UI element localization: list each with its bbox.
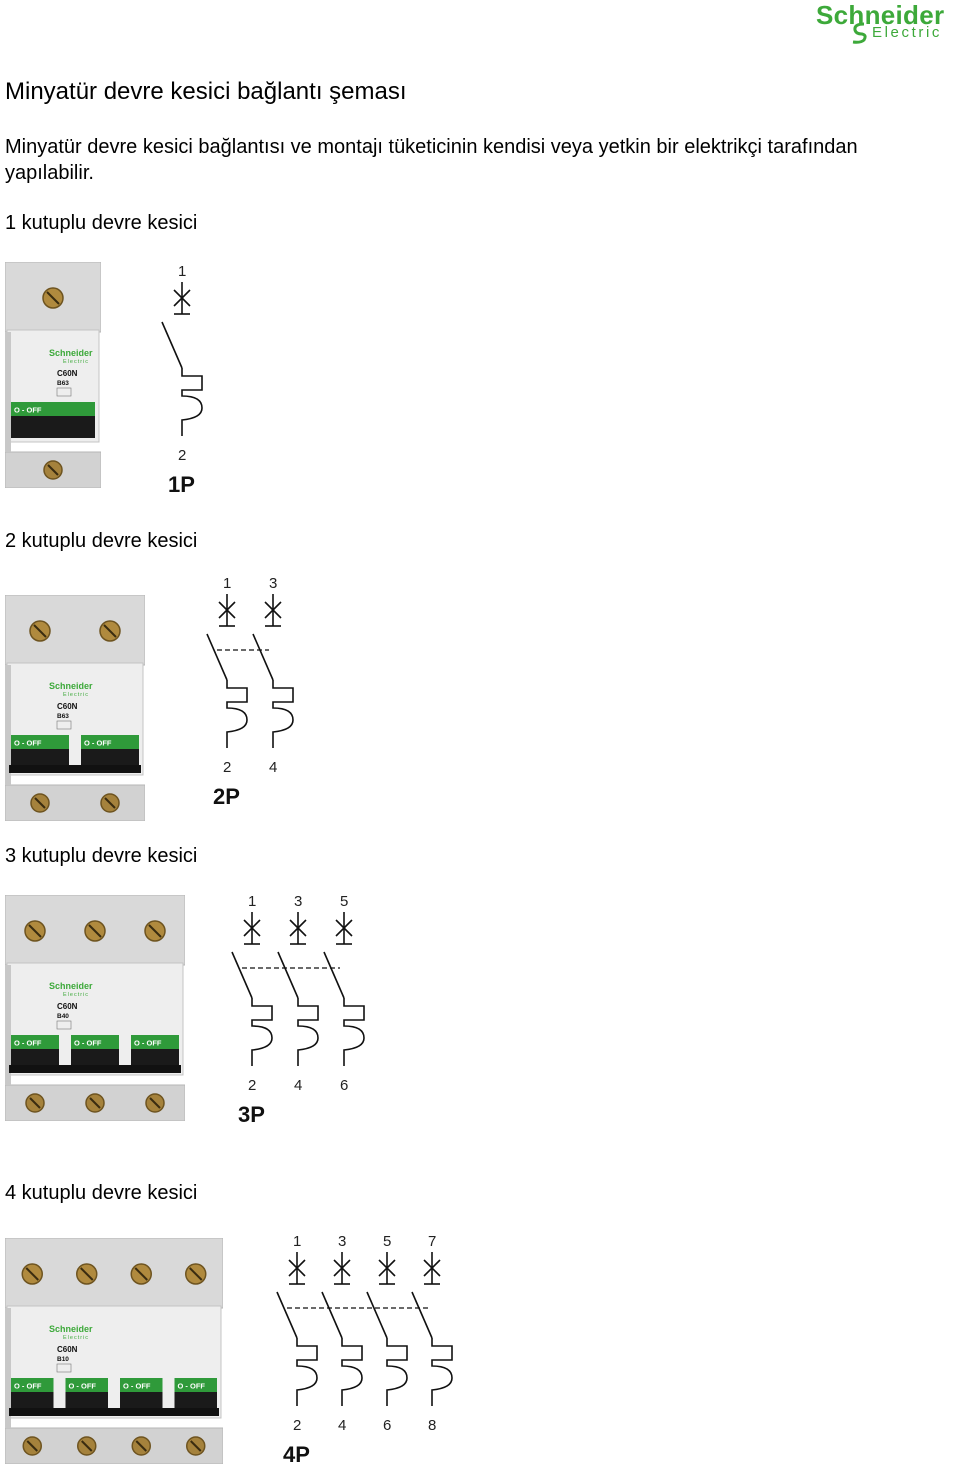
device-rating-label: B40 [57, 1013, 69, 1020]
device-brand-label: Schneider [49, 348, 93, 358]
pole-code-label: 1P [168, 472, 195, 497]
bottom-terminal-number: 4 [269, 759, 277, 776]
toggle-switch [71, 1035, 119, 1049]
toggle-switch [11, 735, 69, 749]
bottom-terminal-number: 2 [293, 1417, 301, 1434]
top-terminal-number: 1 [293, 1233, 301, 1250]
pole-code-label: 3P [238, 1102, 265, 1127]
toggle-label: O - OFF [14, 1382, 42, 1391]
bottom-terminal-number: 6 [383, 1417, 391, 1434]
section-label-2p: 2 kutuplu devre kesici [5, 530, 198, 552]
bottom-terminal-number: 8 [428, 1417, 436, 1434]
top-terminal-number: 7 [428, 1233, 436, 1250]
toggle-switch [11, 402, 95, 416]
bottom-terminal-number: 2 [248, 1077, 256, 1094]
bottom-terminal-number: 6 [340, 1077, 348, 1094]
device-brand-sub: Electric [63, 692, 89, 698]
top-terminal-number: 3 [338, 1233, 346, 1250]
device-brand-label: Schneider [49, 981, 93, 991]
document-intro: Minyatür devre kesici bağlantısı ve mont… [5, 136, 858, 184]
device-rating-label: B63 [57, 380, 69, 387]
device-brand-sub: Electric [63, 992, 89, 998]
top-terminal-number: 3 [269, 575, 277, 592]
toggle-label: O - OFF [134, 1039, 162, 1048]
top-terminal-number: 1 [223, 575, 231, 592]
section-label-3p: 3 kutuplu devre kesici [5, 845, 198, 867]
toggle-label: O - OFF [178, 1382, 206, 1391]
bottom-terminal-number: 4 [294, 1077, 302, 1094]
device-brand-sub: Electric [63, 359, 89, 365]
toggle-switch [11, 1378, 54, 1392]
breaker-device-4p: O - OFF O - OFF O - OFF O - OFF SchneiderEle… [5, 1238, 223, 1464]
toggle-label: O - OFF [74, 1039, 102, 1048]
top-terminal-number: 5 [383, 1233, 391, 1250]
toggle-label: O - OFF [123, 1382, 151, 1391]
toggle-switch [174, 1378, 217, 1392]
device-model-label: C60N [57, 1345, 78, 1354]
toggle-switch [81, 735, 139, 749]
section-label-1p: 1 kutuplu devre kesici [5, 212, 198, 234]
wiring-symbol-1p: 1 2 1P [161, 263, 203, 497]
toggle-switch [131, 1035, 179, 1049]
device-model-label: C60N [57, 702, 78, 711]
top-terminal-number: 5 [340, 893, 348, 910]
toggle-label: O - OFF [14, 739, 42, 748]
logo-mark-icon [852, 22, 867, 44]
device-rating-label: B10 [57, 1356, 69, 1363]
toggle-switch [11, 1035, 59, 1049]
section-label-4p: 4 kutuplu devre kesici [5, 1182, 198, 1204]
device-model-label: C60N [57, 369, 78, 378]
top-terminal-number: 3 [294, 893, 302, 910]
toggle-label: O - OFF [14, 406, 42, 415]
device-brand-sub: Electric [63, 1335, 89, 1341]
toggle-switch [120, 1378, 163, 1392]
document-title: Minyatür devre kesici bağlantı şeması [5, 78, 407, 105]
pole-code-label: 2P [213, 784, 240, 809]
top-terminal-number: 1 [248, 893, 256, 910]
bottom-terminal-number: 2 [223, 759, 231, 776]
schneider-electric-logo: Schneider Electric [812, 0, 960, 48]
pole-code-label: 4P [283, 1442, 310, 1467]
device-model-label: C60N [57, 1002, 78, 1011]
breaker-device-3p: O - OFF O - OFF O - OFF SchneiderElectricC6… [5, 895, 185, 1121]
toggle-label: O - OFF [84, 739, 112, 748]
toggle-switch [65, 1378, 108, 1392]
device-brand-label: Schneider [49, 681, 93, 691]
wiring-symbol-3p: 1 2 3 4 5 6 3P [231, 893, 365, 1127]
toggle-label: O - OFF [14, 1039, 42, 1048]
device-brand-label: Schneider [49, 1324, 93, 1334]
wiring-symbol-4p: 1 2 3 4 5 6 7 8 4P [276, 1233, 453, 1467]
top-terminal-number: 1 [178, 263, 186, 280]
logo-brand-name: Schneider [816, 0, 945, 30]
logo-brand-sub: Electric [872, 24, 942, 41]
toggle-label: O - OFF [69, 1382, 97, 1391]
device-rating-label: B63 [57, 713, 69, 720]
wiring-symbol-2p: 1 2 3 4 2P [206, 575, 294, 809]
bottom-terminal-number: 2 [178, 447, 186, 464]
bottom-terminal-number: 4 [338, 1417, 346, 1434]
